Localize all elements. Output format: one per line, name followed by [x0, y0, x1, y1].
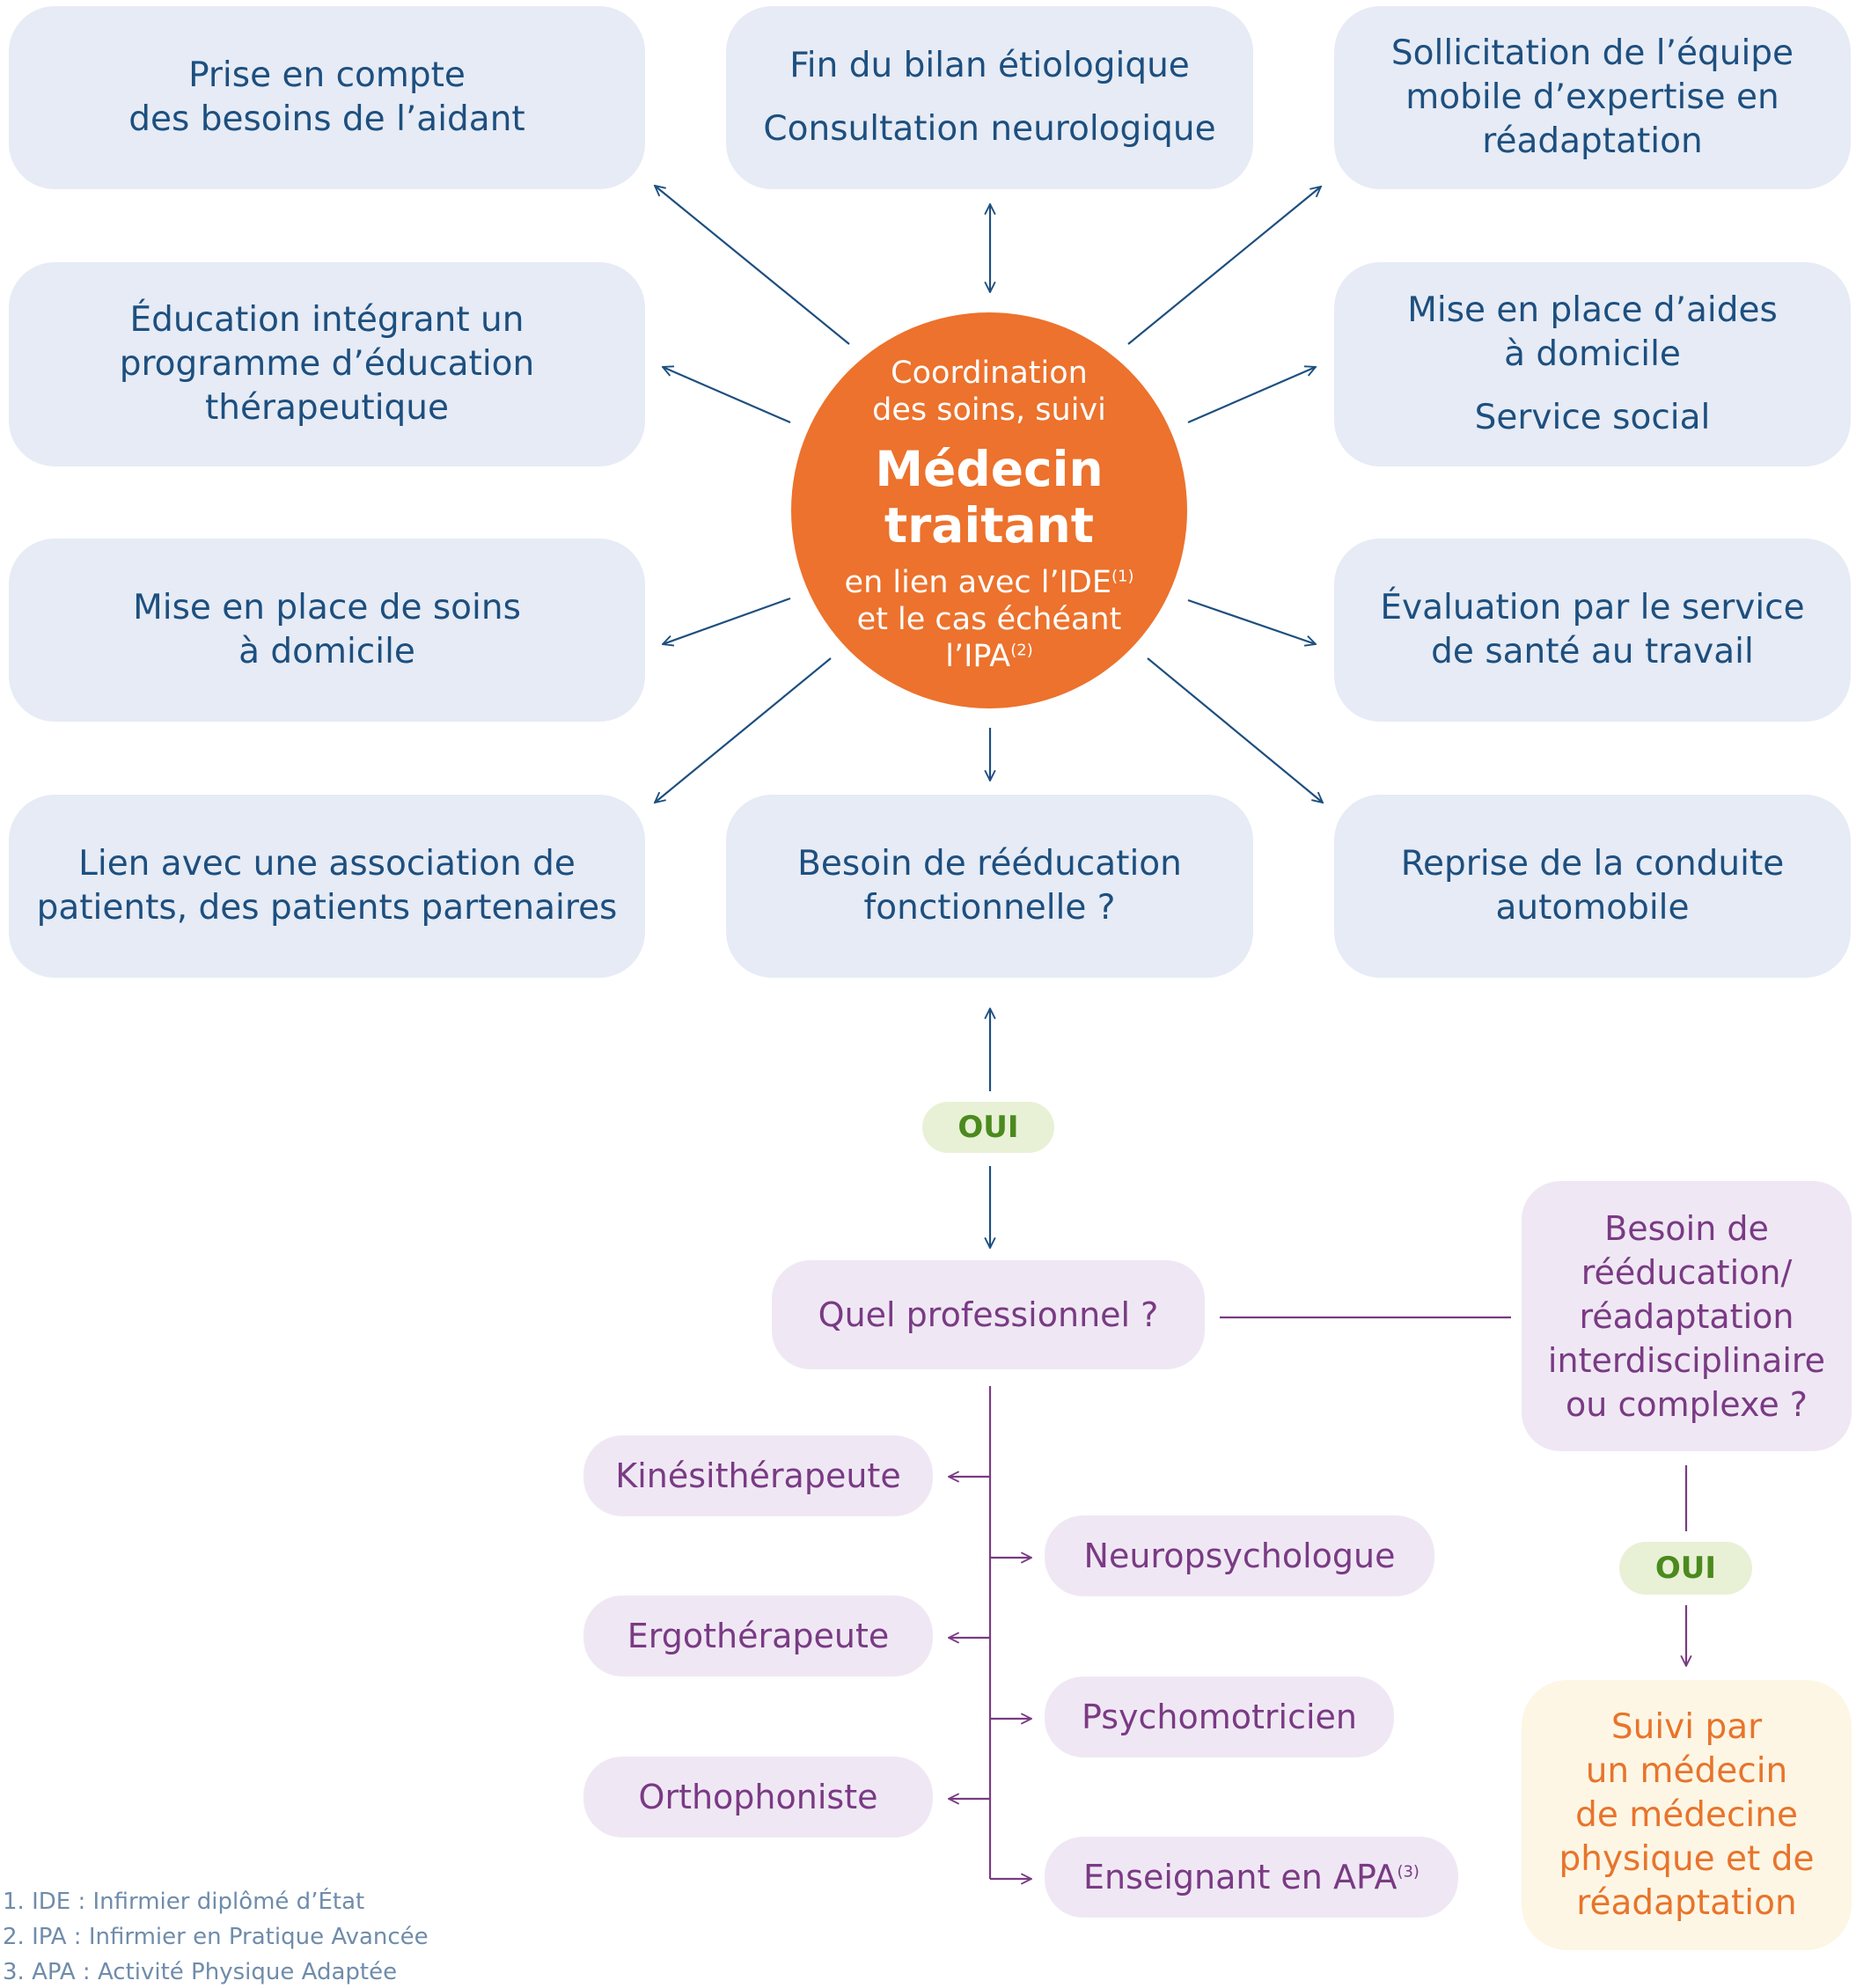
- node-conduite-line-2: automobile: [1495, 888, 1690, 928]
- node-sante-travail-line-1: Évaluation par le service: [1380, 588, 1805, 627]
- center-bottom-text-3: l’IPA: [945, 639, 1011, 674]
- center-bottom-line-3: l’IPA(2): [945, 638, 1032, 675]
- node-aides-domicile-line-2: à domicile: [1504, 334, 1681, 374]
- node-education-line-3: thérapeutique: [205, 388, 449, 428]
- node-association-line-1: Lien avec une association de: [78, 844, 576, 884]
- node-equipe-mobile-line-2: mobile d’expertise en: [1405, 77, 1779, 117]
- node-orthophoniste: Orthophoniste: [583, 1757, 933, 1838]
- node-equipe-mobile-line-1: Sollicitation de l’équipe: [1390, 33, 1794, 73]
- node-interdisciplinaire-line-5: ou complexe ?: [1566, 1384, 1808, 1424]
- center-title-line-1: Médecin: [875, 441, 1104, 497]
- node-medecin-mpr-line-2: un médecin: [1585, 1750, 1788, 1791]
- node-enseignant-apa-label: Enseignant en APA(3): [1083, 1855, 1420, 1899]
- node-kinesitherapeute: Kinésithérapeute: [583, 1435, 933, 1516]
- center-footnote-ref-1: (1): [1111, 567, 1134, 586]
- center-top-line-2: des soins, suivi: [872, 392, 1106, 428]
- node-education-line-1: Éducation intégrant un: [129, 300, 525, 340]
- oui-badge-1: OUI: [922, 1102, 1054, 1153]
- node-ergotherapeute-label: Ergothérapeute: [627, 1617, 890, 1655]
- node-ergotherapeute: Ergothérapeute: [583, 1596, 933, 1676]
- node-education: Éducation intégrant un programme d’éduca…: [9, 262, 645, 466]
- arrow-to-sante-travail: [1187, 598, 1316, 644]
- arrow-to-aidant: [655, 186, 850, 345]
- node-aides-domicile: Mise en place d’aides à domicile Service…: [1334, 262, 1851, 466]
- center-bottom-line-2: et le cas échéant: [856, 602, 1122, 637]
- node-orthophoniste-label: Orthophoniste: [638, 1778, 878, 1816]
- node-bilan-line-1: Fin du bilan étiologique: [789, 46, 1190, 85]
- node-aides-domicile-line-1: Mise en place d’aides: [1407, 290, 1778, 330]
- node-soins-domicile-line-1: Mise en place de soins: [133, 588, 521, 627]
- node-psychomotricien-label: Psychomotricien: [1081, 1698, 1358, 1736]
- node-aidant-line-1: Prise en compte: [188, 55, 466, 95]
- node-bilan-line-2: Consultation neurologique: [763, 109, 1216, 149]
- arrow-to-association: [655, 657, 832, 803]
- node-association: Lien avec une association de patients, d…: [9, 795, 645, 978]
- node-interdisciplinaire-line-1: Besoin de: [1604, 1208, 1769, 1248]
- node-interdisciplinaire-line-2: rééducation/: [1581, 1252, 1793, 1292]
- node-association-line-2: patients, des patients partenaires: [36, 888, 618, 928]
- footnote-ref-3: (3): [1397, 1862, 1420, 1882]
- node-bilan: Fin du bilan étiologique Consultation ne…: [726, 6, 1253, 189]
- node-enseignant-apa: Enseignant en APA(3): [1045, 1837, 1458, 1918]
- node-kinesitherapeute-label: Kinésithérapeute: [615, 1456, 901, 1495]
- node-quel-professionnel-label: Quel professionnel ?: [818, 1295, 1159, 1334]
- arrow-to-soins-domicile: [663, 597, 791, 644]
- center-title: Médecin traitant: [875, 441, 1103, 554]
- node-enseignant-apa-text: Enseignant en APA: [1083, 1858, 1398, 1896]
- node-interdisciplinaire-line-4: interdisciplinaire: [1547, 1340, 1826, 1380]
- node-medecin-mpr-line-1: Suivi par: [1610, 1706, 1763, 1747]
- node-aides-domicile-extra: Service social: [1474, 398, 1711, 437]
- node-psychomotricien: Psychomotricien: [1045, 1676, 1394, 1757]
- center-footnote-ref-2: (2): [1010, 641, 1033, 660]
- arrow-to-education: [663, 367, 791, 424]
- node-conduite-line-1: Reprise de la conduite: [1400, 844, 1785, 884]
- node-reeducation-line-2: fonctionnelle ?: [863, 888, 1116, 928]
- footnote-1: 1. IDE : Infirmier diplômé d’État: [3, 1889, 365, 1915]
- node-reeducation: Besoin de rééducation fonctionnelle ?: [726, 795, 1253, 978]
- node-medecin-mpr: Suivi par un médecin de médecine physiqu…: [1522, 1680, 1852, 1950]
- node-medecin-mpr-line-3: de médecine: [1575, 1794, 1798, 1835]
- oui-badge-2: OUI: [1619, 1542, 1752, 1595]
- arrow-to-aides-domicile: [1187, 367, 1316, 424]
- node-sante-travail-line-2: de santé au travail: [1431, 632, 1754, 671]
- node-interdisciplinaire-line-3: réadaptation: [1579, 1296, 1794, 1336]
- arrow-to-conduite: [1147, 657, 1323, 803]
- node-neuropsychologue-label: Neuropsychologue: [1083, 1537, 1396, 1575]
- footnote-2: 2. IPA : Infirmier en Pratique Avancée: [3, 1924, 429, 1950]
- center-bottom-text-1: en lien avec l’IDE: [844, 565, 1111, 600]
- arrow-to-equipe-mobile: [1127, 187, 1321, 345]
- center-top-line-1: Coordination: [891, 356, 1088, 391]
- node-conduite: Reprise de la conduite automobile: [1334, 795, 1851, 978]
- center-medecin-traitant: Coordination des soins, suivi Médecin tr…: [791, 312, 1187, 708]
- node-medecin-mpr-line-5: réadaptation: [1576, 1882, 1797, 1923]
- node-equipe-mobile-line-3: réadaptation: [1482, 121, 1703, 161]
- node-sante-travail: Évaluation par le service de santé au tr…: [1334, 539, 1851, 722]
- footnote-3: 3. APA : Activité Physique Adaptée: [3, 1959, 398, 1985]
- node-soins-domicile-line-2: à domicile: [238, 632, 415, 671]
- node-aidant-line-2: des besoins de l’aidant: [128, 99, 525, 139]
- node-medecin-mpr-line-4: physique et de: [1559, 1838, 1815, 1879]
- node-reeducation-line-1: Besoin de rééducation: [797, 844, 1182, 884]
- node-education-line-2: programme d’éducation: [119, 344, 535, 384]
- center-title-line-2: traitant: [884, 497, 1095, 554]
- node-interdisciplinaire: Besoin de rééducation/ réadaptation inte…: [1522, 1181, 1852, 1451]
- node-neuropsychologue: Neuropsychologue: [1045, 1515, 1434, 1596]
- node-equipe-mobile: Sollicitation de l’équipe mobile d’exper…: [1334, 6, 1851, 189]
- node-aidant: Prise en compte des besoins de l’aidant: [9, 6, 645, 189]
- node-quel-professionnel: Quel professionnel ?: [772, 1260, 1205, 1369]
- center-bottom-line-1: en lien avec l’IDE(1): [845, 564, 1134, 601]
- node-soins-domicile: Mise en place de soins à domicile: [9, 539, 645, 722]
